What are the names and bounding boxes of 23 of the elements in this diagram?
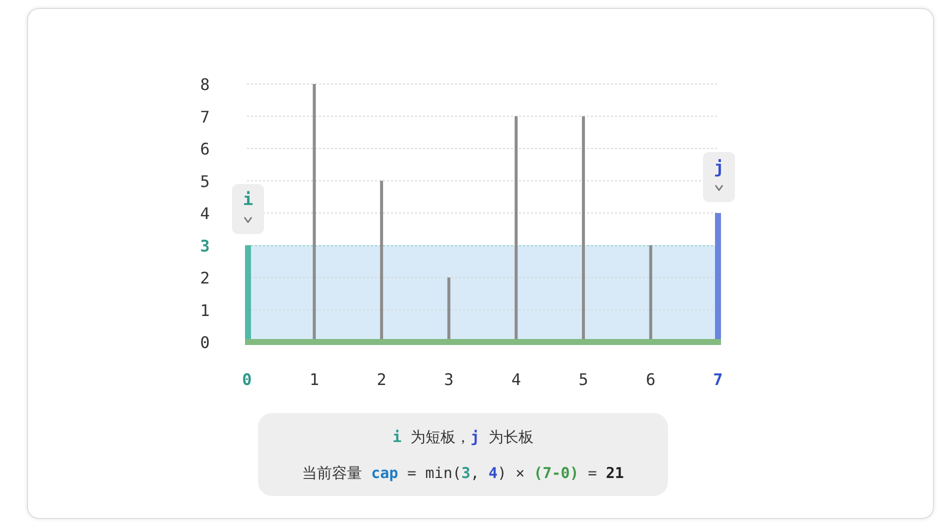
y-tick-label: 1 bbox=[200, 300, 210, 320]
note-text: i 为短板，j 为长板 bbox=[392, 427, 534, 447]
y-tick-label: 8 bbox=[200, 75, 210, 94]
x-tick-label: 1 bbox=[309, 370, 320, 389]
x-tick-label: 7 bbox=[713, 370, 723, 389]
pointer-label: j bbox=[714, 159, 724, 178]
pointer-badge bbox=[703, 152, 735, 202]
y-tick-label: 5 bbox=[200, 172, 210, 191]
pointer-label: i bbox=[242, 191, 254, 210]
x-tick-label: 2 bbox=[376, 370, 386, 389]
x-tick-label: 4 bbox=[511, 370, 521, 389]
y-tick-label: 2 bbox=[200, 268, 210, 288]
x-tick-label: 0 bbox=[242, 370, 252, 389]
y-tick-label: 4 bbox=[200, 204, 210, 223]
y-tick-label: 7 bbox=[200, 107, 210, 126]
y-tick-label: 3 bbox=[200, 236, 210, 256]
x-tick-label: 5 bbox=[578, 370, 588, 389]
y-tick-label: 0 bbox=[200, 333, 210, 352]
formula-text: 当前容量 cap = min(3, 4) × (7-0) = 21 bbox=[302, 463, 624, 483]
x-tick-label: 3 bbox=[444, 370, 454, 389]
x-tick-label: 6 bbox=[646, 370, 656, 389]
pointer-badge bbox=[232, 184, 264, 234]
y-tick-label: 6 bbox=[200, 140, 210, 158]
